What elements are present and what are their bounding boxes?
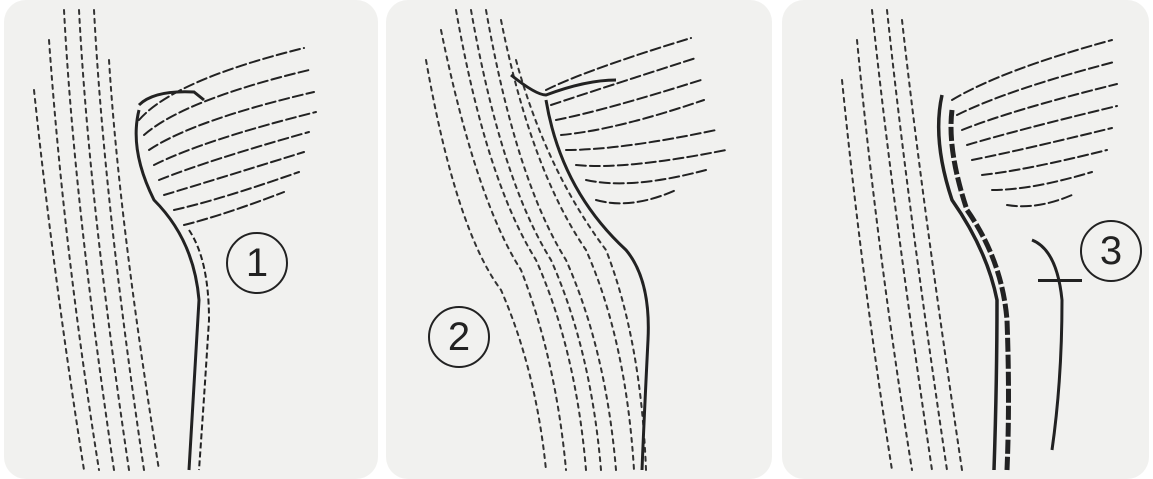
panel-2-drawing: [386, 0, 772, 479]
callout-3: 3: [1080, 220, 1142, 282]
fiber-bundle: [952, 40, 1117, 206]
callout-3-label: 3: [1100, 231, 1122, 271]
tendon-outline: [939, 95, 997, 470]
panel-1-drawing: [4, 0, 378, 479]
fiber-bundle: [139, 48, 316, 225]
callout-1-label: 1: [246, 243, 268, 283]
tendon-insertion-thick: [951, 110, 1009, 470]
panel-1-illustration: 1: [4, 0, 378, 479]
callout-3-leader-line: [1038, 279, 1082, 282]
periosteal-lift: [1032, 240, 1062, 450]
panel-2-illustration: 2: [386, 0, 772, 479]
callout-2: 2: [428, 306, 490, 368]
callout-1: 1: [226, 232, 288, 294]
callout-2-label: 2: [448, 317, 470, 357]
bone-texture: [842, 10, 962, 470]
bone-texture: [34, 10, 159, 470]
panel-3-illustration: 3: [782, 0, 1149, 479]
